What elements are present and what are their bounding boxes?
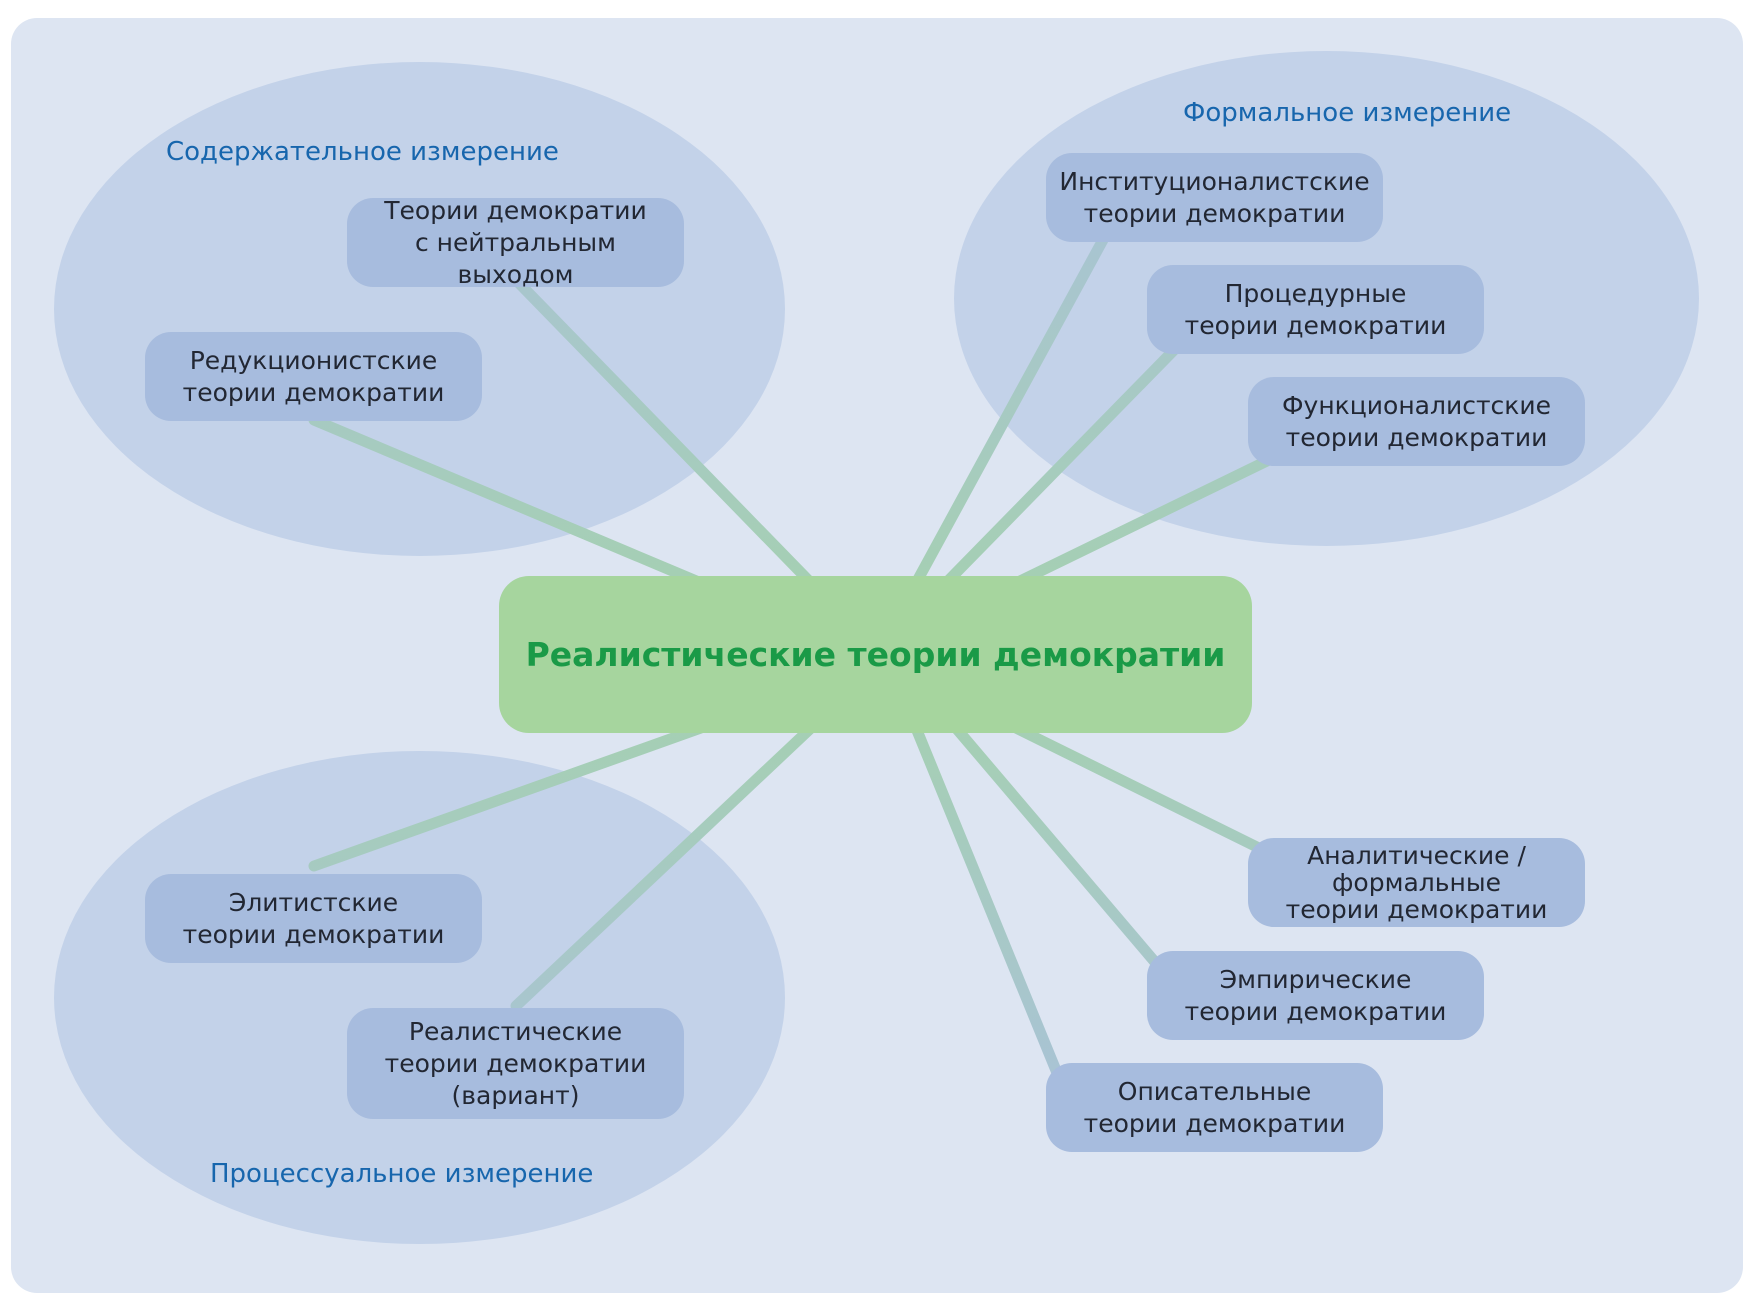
node-analytical: Аналитические / формальные теории демокр… xyxy=(1248,838,1585,927)
node-reductionist-label: Редукционистские теории демократии xyxy=(182,345,445,407)
node-descriptive: Описательные теории демократии xyxy=(1046,1063,1383,1152)
node-descriptive-label: Описательные теории демократии xyxy=(1083,1076,1346,1138)
connector-neutral-output xyxy=(510,274,817,589)
connector-institutionalist xyxy=(910,232,1110,589)
node-institutionalist: Институционалистские теории демократии xyxy=(1046,153,1383,242)
diagram-panel: Содержательное измерение Формальное изме… xyxy=(11,18,1743,1293)
node-empirical-label: Эмпирические теории демократии xyxy=(1184,964,1447,1026)
connector-procedural xyxy=(940,342,1182,589)
node-realistic-variant: Реалистические теории демократии (вариан… xyxy=(347,1008,684,1119)
node-functionalist: Функционалистские теории демократии xyxy=(1248,377,1585,466)
node-procedural: Процедурные теории демократии xyxy=(1147,265,1484,354)
node-reductionist: Редукционистские теории демократии xyxy=(145,332,482,421)
node-functionalist-label: Функционалистские теории демократии xyxy=(1282,390,1551,452)
connector-lines xyxy=(308,232,1279,1096)
formal-dimension-label: Формальное измерение xyxy=(1183,98,1512,128)
center-node-label: Реалистические теории демократии xyxy=(525,635,1226,674)
connector-functionalist xyxy=(1010,452,1279,589)
node-analytical-label: Аналитические / формальные теории демокр… xyxy=(1285,841,1548,924)
node-procedural-label: Процедурные теории демократии xyxy=(1184,278,1447,340)
node-neutral-output-label: Теории демократии с нейтральным выходом xyxy=(384,195,647,289)
processual-dimension-label: Процессуальное измерение xyxy=(210,1159,594,1189)
node-institutionalist-label: Институционалистские теории демократии xyxy=(1059,166,1370,228)
substantive-dimension-ellipse xyxy=(54,62,785,556)
connector-realistic-variant xyxy=(510,722,817,1012)
connector-elitist xyxy=(308,722,707,872)
connector-empirical xyxy=(950,722,1172,981)
connector-descriptive xyxy=(910,722,1070,1096)
node-neutral-output: Теории демократии с нейтральным выходом xyxy=(347,196,684,289)
node-elitist: Элитистские теории демократии xyxy=(145,874,482,963)
center-node: Реалистические теории демократии xyxy=(499,576,1252,733)
node-empirical: Эмпирические теории демократии xyxy=(1147,951,1484,1040)
node-elitist-label: Элитистские теории демократии xyxy=(182,887,445,949)
connector-reductionist xyxy=(308,414,707,589)
substantive-dimension-label: Содержательное измерение xyxy=(166,137,559,167)
node-realistic-variant-label: Реалистические теории демократии (вариан… xyxy=(384,1016,647,1110)
connector-analytical xyxy=(1010,722,1269,856)
